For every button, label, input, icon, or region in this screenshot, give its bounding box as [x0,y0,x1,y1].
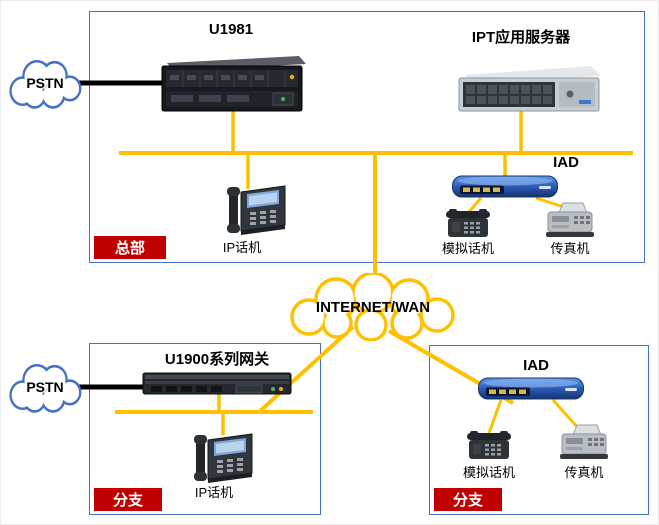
headquarters-box [89,11,645,263]
cloud-icon [9,363,82,413]
branch-right-badge: 分支 [434,488,502,511]
analog-phone-label-br: 模拟话机 [462,465,515,480]
ip-phone-label-bl: IP话机 [194,485,234,500]
ipt-server-device [449,61,604,118]
cloud-icon [290,273,455,341]
ip-phone-device-hq [226,177,288,237]
fax-label-hq: 传真机 [550,241,590,256]
u1981-title: U1981 [208,21,254,38]
fax-device-hq [543,201,597,239]
internet-wan-cloud: INTERNET/WAN [281,273,465,341]
u1981-device [153,51,308,115]
fax-label-br: 传真机 [564,465,604,480]
iad-device-hq [451,173,559,200]
analog-phone-device-hq [444,207,492,241]
iad-title-hq: IAD [553,154,579,171]
internet-wan-label: INTERNET/WAN [315,298,431,316]
pstn-label-top: PSTN [26,75,64,91]
branch-right-box [429,345,649,515]
fax-device-br [557,423,611,461]
iad-title-br: IAD [523,357,549,374]
ipt-server-title: IPT应用服务器 [471,29,571,46]
hq-badge: 总部 [94,236,166,259]
ip-phone-device-bl [193,425,255,485]
branch-left-badge: 分支 [94,488,162,511]
branch-left-box [89,343,321,515]
u1900-title: U1900系列网关 [164,351,270,368]
pstn-cloud-branch: PSTN [5,359,85,415]
pstn-cloud-hq: PSTN [5,55,85,111]
pstn-label-bottom: PSTN [26,379,64,395]
iad-device-br [477,375,585,402]
u1900-device [141,369,293,398]
ip-phone-label-hq: IP话机 [222,240,262,255]
analog-phone-label-hq: 模拟话机 [441,241,494,256]
analog-phone-device-br [465,429,513,463]
